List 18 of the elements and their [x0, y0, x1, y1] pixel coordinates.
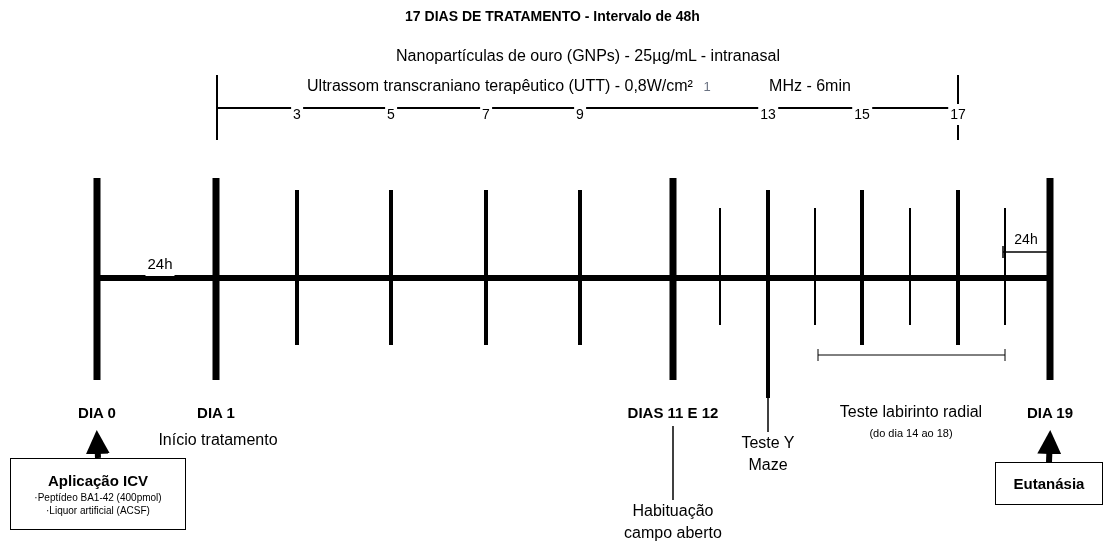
arrow: [1037, 430, 1062, 463]
day-label: DIAS 11 E 12: [615, 402, 731, 426]
day-label: DIA 19: [1015, 402, 1085, 426]
box-item: ·Peptídeo BA1-42 (400pmol): [34, 491, 162, 504]
arrow: [85, 430, 110, 459]
event-box: [10, 458, 186, 530]
box-item: ·Liquor artificial (ACSF): [46, 504, 150, 517]
event-box: [995, 462, 1103, 505]
timeline-tick: [766, 190, 770, 398]
box-heading: Eutanásia: [1013, 473, 1085, 494]
day-label: DIA 0: [62, 402, 132, 426]
title: 17 DIAS DE TRATAMENTO - Intervalo de 48h: [404, 7, 701, 26]
event-label: Teste Y Maze: [730, 432, 806, 476]
box-heading: Aplicação ICV: [47, 471, 148, 491]
event-label: Habituação campo aberto: [618, 500, 728, 544]
leader-line: [672, 425, 674, 501]
leader-line: [767, 397, 769, 433]
text-label: 17: [948, 104, 968, 125]
